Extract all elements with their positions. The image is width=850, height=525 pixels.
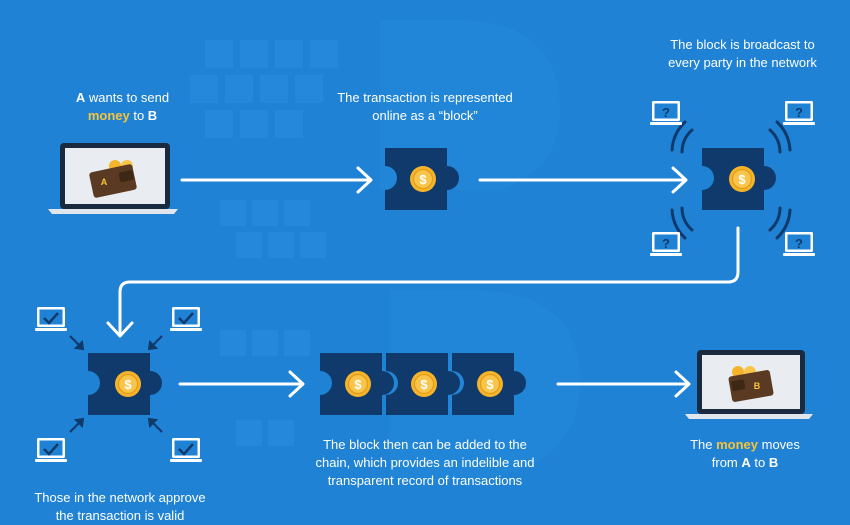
arrow-step1-to-step2 (180, 166, 373, 194)
coin-icon (344, 370, 372, 398)
party-b-label: B (768, 455, 779, 470)
svg-text:?: ? (795, 105, 803, 120)
broadcast-block: ? ? ? ? (650, 101, 815, 256)
caption-step6-from: from (711, 455, 742, 470)
broadcast-waves-icon (670, 120, 792, 240)
coin-icon (476, 370, 504, 398)
svg-text:?: ? (795, 236, 803, 251)
money-highlight: money (716, 437, 758, 452)
sender-laptop: A (48, 143, 178, 214)
network-laptop-check-icon (35, 438, 67, 462)
network-laptop-check-icon (35, 307, 67, 331)
approval-block (35, 307, 202, 462)
svg-text:?: ? (662, 236, 670, 251)
network-laptop-question-icon: ? (650, 101, 682, 125)
caption-step5-line3: transparent record of transactions (327, 473, 523, 488)
caption-step6-moves: moves (758, 437, 800, 452)
caption-step4-line2: the transaction is valid (55, 508, 185, 523)
party-a-label: A (75, 90, 86, 105)
wallet-a-icon: A (89, 160, 137, 198)
caption-step3-line2: every party in the network (668, 55, 817, 70)
network-laptop-check-icon (170, 438, 202, 462)
wallet-b-icon: B (728, 366, 774, 402)
caption-step6-to: to (750, 455, 769, 470)
caption-step1-line1: wants to send (85, 90, 170, 105)
caption-step5-line1: The block then can be added to the (323, 437, 527, 452)
caption-step2: The transaction is represented online as… (320, 89, 530, 125)
wallet-a-label: A (101, 177, 108, 187)
caption-step2-line1: The transaction is represented (337, 90, 513, 105)
money-highlight: money (87, 108, 130, 123)
wallet-b-label: B (754, 381, 761, 391)
caption-step6-the: The (690, 437, 717, 452)
caption-step4: Those in the network approve the transac… (15, 489, 225, 525)
coin-icon (410, 370, 438, 398)
arrow-step5-to-step6 (556, 370, 691, 398)
svg-text:?: ? (662, 105, 670, 120)
party-a-label: A (741, 455, 751, 470)
caption-step1: A wants to send money to B (40, 89, 205, 125)
network-laptop-check-icon (170, 307, 202, 331)
caption-step6: The money moves from A to B (660, 436, 830, 472)
caption-step4-line1: Those in the network approve (34, 490, 206, 505)
coin-icon (409, 165, 437, 193)
block-chain (320, 353, 526, 415)
caption-step1-to: to (129, 108, 148, 123)
caption-step2-line2: online as a “block” (372, 108, 478, 123)
network-laptop-question-icon: ? (783, 101, 815, 125)
coin-icon (728, 165, 756, 193)
caption-step5: The block then can be added to the chain… (300, 436, 550, 490)
approve-arrows-icon (69, 335, 163, 433)
caption-step5-line2: chain, which provides an indelible and (315, 455, 535, 470)
receiver-laptop: B (685, 350, 813, 419)
caption-step3-line1: The block is broadcast to (670, 37, 815, 52)
background-bitcoin-pattern (190, 20, 580, 480)
caption-step3: The block is broadcast to every party in… (645, 36, 840, 72)
arrow-step3-to-step4 (106, 226, 740, 338)
network-laptop-question-icon: ? (783, 232, 815, 256)
coin-icon (114, 370, 142, 398)
arrow-step2-to-step3 (478, 166, 688, 194)
arrow-step4-to-step5 (178, 370, 305, 398)
network-laptop-question-icon: ? (650, 232, 682, 256)
party-b-label: B (147, 108, 158, 123)
